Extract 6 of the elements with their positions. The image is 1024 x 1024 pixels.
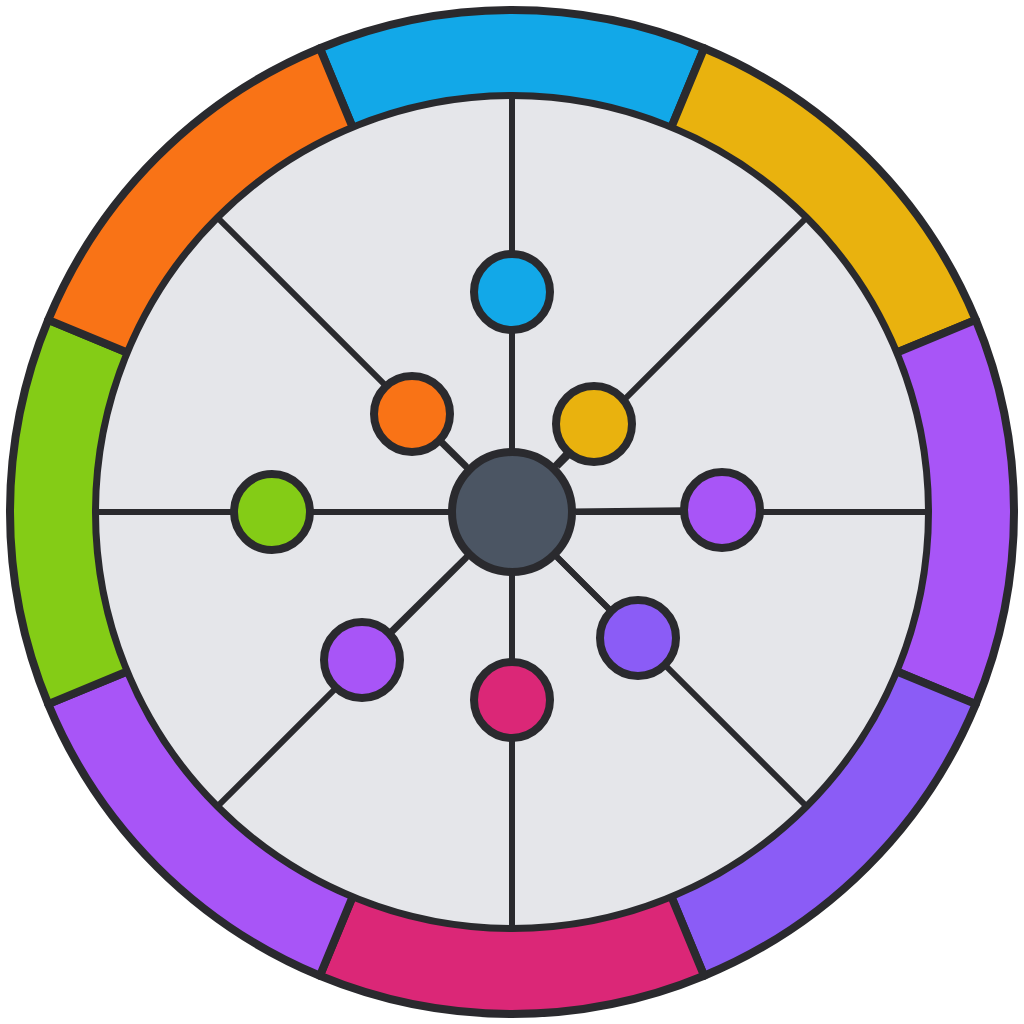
- connector-line: [571, 507, 685, 515]
- connector-line: [310, 509, 452, 515]
- connector-line: [509, 330, 515, 452]
- hub-circle: [448, 448, 576, 576]
- connector-line: [552, 552, 614, 614]
- connector-line: [509, 572, 515, 662]
